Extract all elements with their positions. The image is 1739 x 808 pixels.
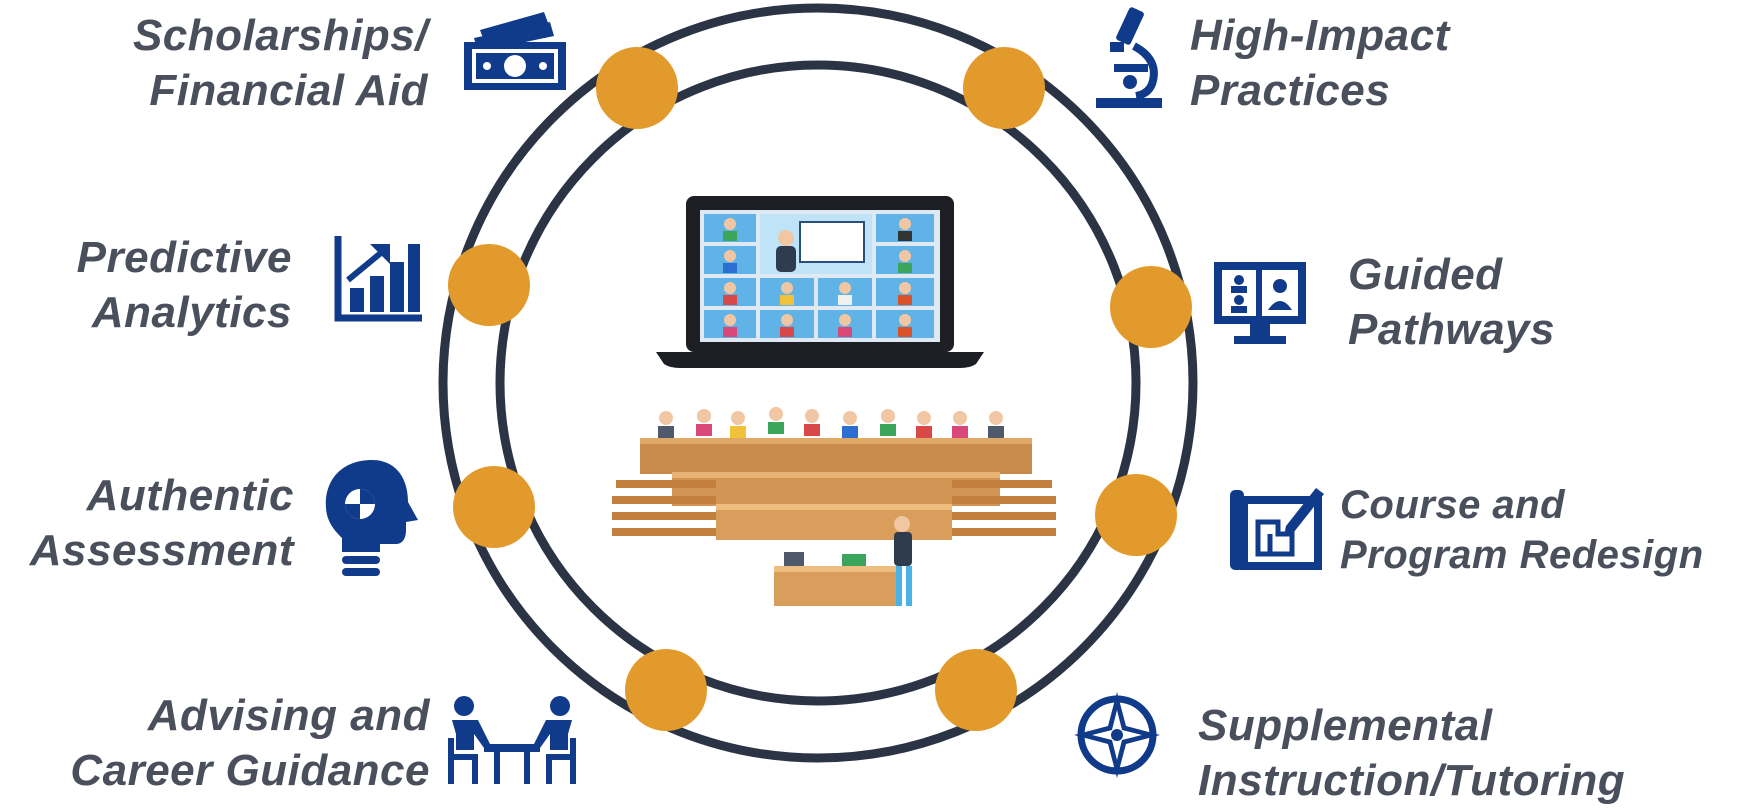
node-advising	[625, 649, 707, 731]
label-authentic: Authentic Assessment	[29, 471, 294, 575]
meeting-table-icon	[448, 696, 576, 784]
head-brain-icon	[325, 460, 418, 576]
online-and-lecture-hall-illustration	[612, 196, 1056, 606]
node-supplemental	[935, 649, 1017, 731]
node-high-impact	[963, 47, 1045, 129]
node-predictive	[448, 244, 530, 326]
microscope-icon	[1096, 7, 1162, 108]
laptop-video-call	[656, 196, 984, 368]
label-supplemental: Supplemental Instruction/Tutoring	[1198, 701, 1626, 805]
compass-icon	[1074, 692, 1160, 778]
node-scholarships	[596, 47, 678, 129]
label-high-impact: High-Impact Practices	[1190, 11, 1450, 115]
outer-ring	[438, 3, 1198, 763]
blueprint-pencil-icon	[1230, 488, 1324, 570]
label-guided: Guided Pathways	[1348, 250, 1555, 354]
monitor-people-icon	[1214, 262, 1306, 344]
lecture-hall	[612, 407, 1056, 606]
label-advising: Advising and Career Guidance	[70, 691, 430, 795]
inner-ring	[495, 60, 1141, 706]
bar-chart-growth-icon	[334, 236, 422, 322]
label-predictive: Predictive Analytics	[76, 233, 292, 337]
node-guided	[1110, 266, 1192, 348]
label-scholarships: Scholarships/ Financial Aid	[132, 11, 428, 115]
money-icon	[464, 12, 566, 90]
node-authentic	[453, 466, 535, 548]
label-course: Course and Program Redesign	[1340, 483, 1704, 577]
node-course	[1095, 474, 1177, 556]
